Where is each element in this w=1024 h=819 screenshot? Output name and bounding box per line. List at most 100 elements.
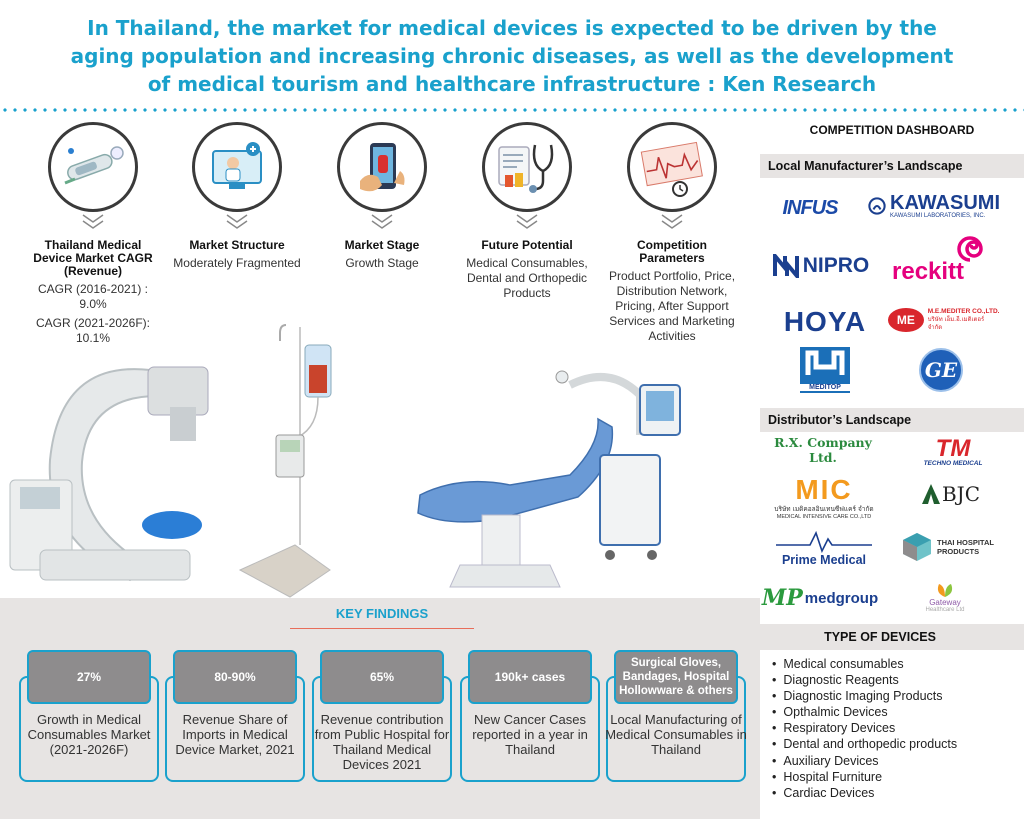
- metric-cagr: Thailand Medical Device Market CAGR (Rev…: [28, 122, 158, 346]
- header-strip: [1000, 624, 1024, 650]
- metric-title: Competition Parameters: [637, 238, 707, 265]
- ecg-icon: [640, 141, 703, 197]
- finding-card: Surgical Gloves, Bandages, Hospital Holl…: [605, 650, 747, 782]
- list-item: Diagnostic Imaging Products: [772, 688, 1022, 704]
- medgroup-mark-icon: MP: [761, 585, 803, 611]
- list-item: Cardiac Devices: [772, 785, 1022, 801]
- logo-thai-hospital-products: THAI HOSPITAL PRODUCTS: [898, 530, 998, 564]
- logo-reckitt: reckitt: [888, 234, 998, 288]
- logo-rx-company: R.X. Company Ltd.: [774, 435, 872, 465]
- logo-prime-medical: Prime Medical: [772, 524, 876, 572]
- hexagon-mark-icon: [903, 533, 931, 561]
- finding-value: 27%: [27, 650, 151, 704]
- logo-infus: INFUS: [782, 196, 839, 219]
- finding-value: Surgical Gloves, Bandages, Hospital Holl…: [614, 650, 738, 704]
- metric-value: Product Portfolio, Price, Distribution N…: [608, 269, 736, 343]
- types-of-devices-title: TYPE OF DEVICES: [760, 624, 1000, 650]
- mediter-mark-icon: ME: [888, 308, 924, 332]
- finding-value: 65%: [320, 650, 444, 704]
- headline-line-1: In Thailand, the market for medical devi…: [87, 16, 937, 40]
- chevron-down-icon: [371, 214, 393, 229]
- finding-card: 65% Revenue contribution from Public Hos…: [312, 650, 452, 782]
- metric-market-stage: Market Stage Growth Stage: [317, 122, 447, 271]
- metric-icon-circle: [48, 122, 138, 212]
- list-item: Hospital Furniture: [772, 769, 1022, 785]
- logo-meditop: MEDITOP: [798, 346, 852, 394]
- metric-icon-circle: [192, 122, 282, 212]
- local-manufacturers-title: Local Manufacturer’s Landscape: [760, 154, 1000, 178]
- finding-card: 27% Growth in Medical Consumables Market…: [19, 650, 159, 782]
- leaf-mark-icon: [937, 584, 953, 597]
- logo-hoya: HOYA: [783, 306, 867, 337]
- nipro-mark-icon: [772, 254, 799, 278]
- competition-dashboard-title: COMPETITION DASHBOARD: [809, 123, 975, 137]
- distributors-title: Distributor’s Landscape: [760, 408, 1000, 432]
- finding-value: 190k+ cases: [468, 650, 592, 704]
- bjc-mark-icon: [921, 484, 940, 504]
- finding-desc: New Cancer Cases reported in a year in T…: [472, 712, 588, 757]
- catheter-icon: [64, 146, 124, 185]
- c-arm-xray-icon: [9, 366, 209, 582]
- infusion-pump-icon: [238, 324, 332, 598]
- list-item: Opthalmic Devices: [772, 704, 1022, 720]
- finding-card: 80-90% Revenue Share of Imports in Medic…: [165, 650, 305, 782]
- logo-mic: MIC บริษัท เมดิคอลอินเทนซีฟแคร์ จำกัด ME…: [774, 474, 874, 521]
- metric-icon-circle: [337, 122, 427, 212]
- logo-medgroup: MP medgroup: [761, 585, 879, 611]
- metric-value: CAGR (2021-2026F): 10.1%: [35, 316, 151, 345]
- list-item: Auxiliary Devices: [772, 753, 1022, 769]
- metric-title: Thailand Medical Device Market CAGR (Rev…: [33, 238, 153, 278]
- logo-techno-medical: TM TECHNO MEDICAL: [923, 434, 983, 467]
- logo-mediter: ME M.E.MEDITER CO.,LTD. บริษัท เอ็ม.อี.เ…: [888, 304, 1000, 336]
- header-strip: [1000, 408, 1024, 432]
- logo-nipro: NIPRO: [766, 250, 876, 282]
- header-strip: [1000, 154, 1024, 178]
- metric-future-potential: Future Potential Medical Consumables, De…: [462, 122, 592, 301]
- key-findings-title: KEY FINDINGS: [290, 606, 474, 629]
- doctor-monitor-icon: [212, 142, 262, 189]
- finding-desc: Revenue contribution from Public Hospita…: [314, 712, 450, 772]
- metric-value: Moderately Fragmented: [173, 256, 301, 270]
- headline-line-2: aging population and increasing chronic …: [70, 44, 954, 68]
- metric-title: Future Potential: [481, 238, 573, 252]
- heartbeat-icon: [776, 530, 872, 553]
- list-item: Respiratory Devices: [772, 720, 1022, 736]
- headline-line-3: of medical tourism and healthcare infras…: [147, 72, 877, 96]
- reckitt-swirl-icon: [957, 236, 983, 262]
- logo-bjc: BJC: [910, 478, 990, 510]
- metric-value: Growth Stage: [345, 256, 419, 270]
- device-types-list: Medical consumables Diagnostic Reagents …: [772, 656, 1022, 801]
- chevron-down-icon: [226, 214, 248, 229]
- chevron-down-icon: [516, 214, 538, 229]
- dotted-divider: [0, 108, 1024, 112]
- finding-desc: Growth in Medical Consumables Market (20…: [27, 712, 151, 757]
- page-headline: In Thailand, the market for medical devi…: [0, 14, 1024, 98]
- metric-market-structure: Market Structure Moderately Fragmented: [172, 122, 302, 271]
- finding-desc: Revenue Share of Imports in Medical Devi…: [175, 712, 295, 757]
- metric-icon-circle: [482, 122, 572, 212]
- dental-chair-icon: [417, 370, 681, 588]
- list-item: Diagnostic Reagents: [772, 672, 1022, 688]
- phone-pill-icon: [360, 143, 405, 192]
- metric-title: Market Stage: [344, 238, 420, 252]
- chevron-down-icon: [82, 214, 104, 229]
- metric-value: CAGR (2016-2021) : 9.0%: [37, 282, 149, 311]
- stethoscope-icon: [498, 144, 554, 193]
- list-item: Medical consumables: [772, 656, 1022, 672]
- finding-value: 80-90%: [173, 650, 297, 704]
- medical-equipment-illustration: [9, 324, 681, 598]
- logo-gateway: Gateway Healthcare Ltd: [910, 580, 980, 616]
- key-findings-panel: [0, 598, 760, 819]
- logo-ge: GE: [918, 347, 964, 393]
- list-item: Dental and orthopedic products: [772, 736, 1022, 752]
- finding-desc: Local Manufacturing of Medical Consumabl…: [605, 712, 747, 757]
- kawasumi-mark-icon: [868, 197, 886, 215]
- meditop-mark-icon: [805, 350, 845, 375]
- finding-card: 190k+ cases New Cancer Cases reported in…: [460, 650, 600, 782]
- logo-kawasumi: KAWASUMI KAWASUMI LABORATORIES, INC.: [868, 188, 1000, 224]
- metric-icon-circle: [627, 122, 717, 212]
- metric-title: Market Structure: [189, 238, 285, 252]
- chevron-down-icon: [661, 214, 683, 229]
- metric-competition-parameters: Competition Parameters Product Portfolio…: [607, 122, 737, 344]
- metric-value: Medical Consumables, Dental and Orthoped…: [466, 256, 588, 300]
